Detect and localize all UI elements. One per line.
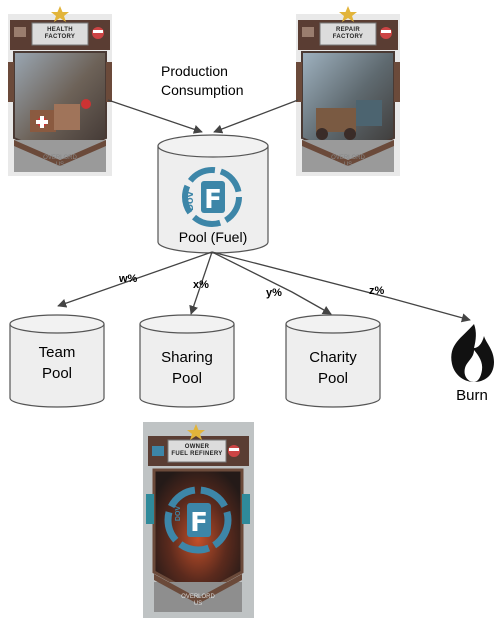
health-card-footer: OVERLORD US xyxy=(30,155,90,169)
arrow-repair-to-pool xyxy=(213,99,299,134)
health-card-title: HEALTH FACTORY xyxy=(32,27,88,41)
refinery-card-footer-line2: US xyxy=(193,601,203,607)
consumption-label: Consumption xyxy=(161,82,244,98)
card-id-icon xyxy=(14,27,26,37)
star-icon xyxy=(187,424,205,440)
charity-pool-label-line1: Charity xyxy=(309,349,357,366)
arrow-health-to-pool xyxy=(107,99,203,134)
refinery-card-title: OWNER FUEL REFINERY xyxy=(168,444,226,458)
repair-card-title-line2: FACTORY xyxy=(332,34,364,40)
card-id-icon xyxy=(152,446,164,456)
health-card-title-line2: FACTORY xyxy=(44,34,76,40)
refinery-logo-letter: F xyxy=(190,508,208,538)
card-id-icon xyxy=(302,27,314,37)
fuel-refinery-card: F xyxy=(143,422,254,618)
repair-card-footer: OVERLORD US xyxy=(318,155,378,169)
production-consumption-label: Production Consumption xyxy=(161,62,244,100)
star-icon xyxy=(339,6,357,22)
team-pool-label-line2: Pool xyxy=(41,365,73,382)
refinery-card-title-line2: FUEL REFINERY xyxy=(171,451,223,457)
charity-pool-cylinder xyxy=(285,314,381,408)
team-pool-cylinder xyxy=(9,314,105,408)
sharing-pool-label: Sharing Pool xyxy=(140,347,234,389)
team-pool-label-line1: Team xyxy=(38,344,76,361)
percent-y-label: y% xyxy=(266,287,282,299)
refinery-logo-text: DOV xyxy=(175,505,183,522)
arrow-pool-to-sharing xyxy=(189,251,213,315)
dov-logo-icon xyxy=(164,486,232,554)
pool-logo-icon xyxy=(182,167,242,227)
refinery-card-footer: OVERLORD US xyxy=(168,594,228,608)
arrow-pool-to-charity xyxy=(211,251,332,315)
star-icon xyxy=(51,6,69,22)
refinery-card-footer-line1: OVERLORD xyxy=(181,594,215,600)
charity-pool-label-line2: Pool xyxy=(317,370,349,387)
health-card-footer-line1: OVERLORD xyxy=(43,155,77,161)
repair-card-title-line1: REPAIR xyxy=(335,27,361,33)
team-pool-label: Team Pool xyxy=(10,342,104,384)
production-label: Production xyxy=(161,63,228,79)
repair-card-footer-line1: OVERLORD xyxy=(331,155,365,161)
repair-factory-card xyxy=(296,6,400,176)
pool-logo-text: DOV xyxy=(186,190,195,210)
percent-w-label: w% xyxy=(119,273,138,285)
repair-card-title: REPAIR FACTORY xyxy=(320,27,376,41)
arrow-pool-to-burn xyxy=(211,251,471,323)
flame-icon xyxy=(451,324,494,382)
health-card-footer-line2: US xyxy=(55,162,65,168)
percent-x-label: x% xyxy=(193,279,209,291)
percent-z-label: z% xyxy=(369,285,385,297)
charity-pool-label: Charity Pool xyxy=(286,347,380,389)
refinery-card-title-line1: OWNER xyxy=(184,444,210,450)
sharing-pool-label-line2: Pool xyxy=(171,370,203,387)
burn-label: Burn xyxy=(456,387,488,404)
health-card-title-line1: HEALTH xyxy=(47,27,73,33)
sharing-pool-label-line1: Sharing xyxy=(161,349,213,366)
pool-fuel-label: Pool (Fuel) xyxy=(178,229,248,245)
repair-card-footer-line2: US xyxy=(343,162,353,168)
health-factory-card xyxy=(8,6,112,176)
pool-logo-letter: F xyxy=(204,185,222,215)
sharing-pool-cylinder xyxy=(139,314,235,408)
arrow-pool-to-team xyxy=(57,251,213,308)
